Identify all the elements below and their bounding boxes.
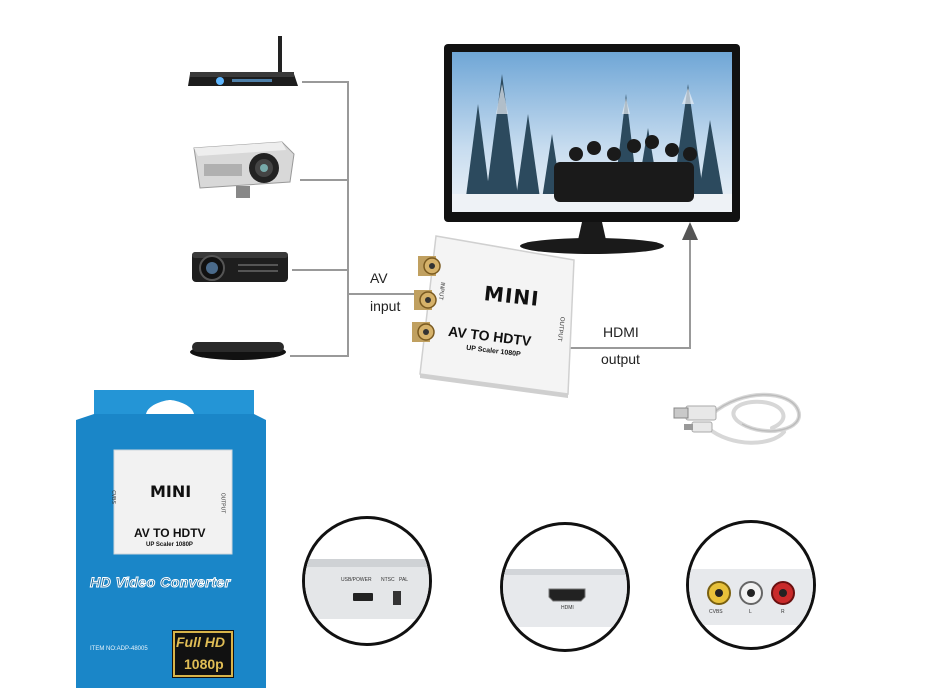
pal-label: PAL: [399, 577, 409, 583]
product-box: MINI AV TO HDTV UP Scaler 1080P CVBS OUT…: [76, 390, 266, 688]
output-label: output: [601, 351, 640, 367]
ntsc-label: NTSC: [381, 577, 395, 583]
full-hd-badge: Full HD: [176, 634, 225, 650]
box-item-number: ITEM NO:ADP-48005: [90, 646, 148, 652]
right-audio-label: R: [781, 609, 785, 615]
resolution-badge: 1080p: [184, 656, 224, 672]
cvbs-port-label: CVBS: [709, 609, 723, 615]
box-side-right: OUTPUT: [219, 492, 226, 514]
box-title: AV TO HDTV: [134, 526, 206, 540]
converter-device: [410, 232, 578, 400]
closeup-hdmi-port: HDMI: [500, 522, 630, 652]
rca-connectors: [412, 256, 441, 342]
usb-cable-icon: [672, 384, 808, 454]
usb-power-label: USB/POWER: [341, 577, 372, 583]
projector-icon: [190, 244, 290, 288]
av-label: AV: [370, 270, 388, 286]
box-banner: HD Video Converter: [90, 574, 231, 591]
box-side-left: CVBS: [109, 490, 116, 504]
cctv-camera-icon: [190, 138, 300, 202]
hdmi-port-label: HDMI: [561, 605, 574, 611]
media-box-icon: [188, 336, 288, 362]
box-brand: MINI: [150, 482, 192, 501]
left-audio-label: L: [749, 609, 752, 615]
router-icon: [186, 34, 302, 92]
box-subtitle: UP Scaler 1080P: [146, 542, 193, 548]
tv-icon: [444, 44, 742, 256]
closeup-rca-ports: CVBS L R: [686, 520, 816, 650]
input-label: input: [370, 298, 401, 314]
closeup-usb-power: USB/POWER NTSC PAL: [302, 516, 432, 646]
hdmi-label: HDMI: [603, 324, 639, 340]
connection-lines: [290, 81, 698, 357]
